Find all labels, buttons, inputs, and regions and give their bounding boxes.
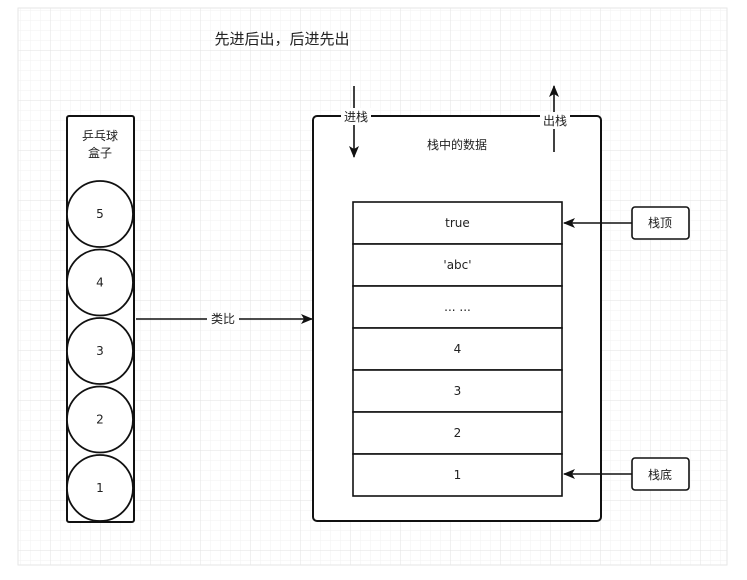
stack-cell-label: 'abc' xyxy=(443,258,471,272)
pop-label-bg xyxy=(540,112,570,129)
stack-label: 栈中的数据 xyxy=(427,137,487,152)
stack-bottom-label: 栈底 xyxy=(648,467,672,482)
ball-box-label-line1: 乒乓球 xyxy=(82,129,118,143)
stack-top-label: 栈顶 xyxy=(648,215,672,230)
stack-cell-label: 1 xyxy=(454,468,462,482)
stack-cells: true 'abc' ... ... 4 3 2 1 xyxy=(352,201,563,497)
stack-cell-label: ... ... xyxy=(444,300,471,314)
ball-label: 5 xyxy=(96,207,104,221)
ball xyxy=(66,454,134,522)
analogy-arrow: 类比 xyxy=(136,310,313,328)
ball xyxy=(66,180,134,248)
stack-cell xyxy=(352,453,563,497)
push-label-bg xyxy=(341,108,371,125)
ball xyxy=(66,385,134,454)
ball-box-label-line2: 盒子 xyxy=(88,145,112,160)
analogy-label-bg xyxy=(207,310,239,328)
stack-cell xyxy=(352,243,563,287)
ball-label: 1 xyxy=(96,481,104,495)
ball-label: 2 xyxy=(96,413,104,427)
stack-cell xyxy=(352,411,563,455)
analogy-label: 类比 xyxy=(211,312,235,326)
pop-arrow: 出栈 xyxy=(540,85,570,152)
stack-cell-label: true xyxy=(445,216,470,230)
stack-cell xyxy=(352,285,563,329)
ball-label: 3 xyxy=(96,344,104,358)
push-label: 进栈 xyxy=(344,109,368,124)
canvas-border xyxy=(17,7,728,566)
ball xyxy=(66,317,134,385)
ball-box: 乒乓球 盒子 5 4 3 2 1 xyxy=(66,115,135,523)
stack-bottom-pointer: 栈底 xyxy=(563,457,690,491)
stack: 栈中的数据 true 'abc' ... ... 4 3 2 1 xyxy=(312,115,602,522)
diagram-title: 先进后出，后进先出 xyxy=(214,30,349,48)
push-arrow: 进栈 xyxy=(341,86,371,158)
stack-cell-label: 3 xyxy=(454,384,462,398)
stack-cell-label: 4 xyxy=(454,342,462,356)
balls: 5 4 3 2 1 xyxy=(66,180,134,522)
stack-cell xyxy=(352,201,563,245)
ball-label: 4 xyxy=(96,276,104,290)
stack-cell xyxy=(352,369,563,413)
ball xyxy=(66,248,134,317)
stack-cell-label: 2 xyxy=(454,426,462,440)
pop-label: 出栈 xyxy=(543,113,567,128)
stack-top-pointer: 栈顶 xyxy=(563,206,690,240)
